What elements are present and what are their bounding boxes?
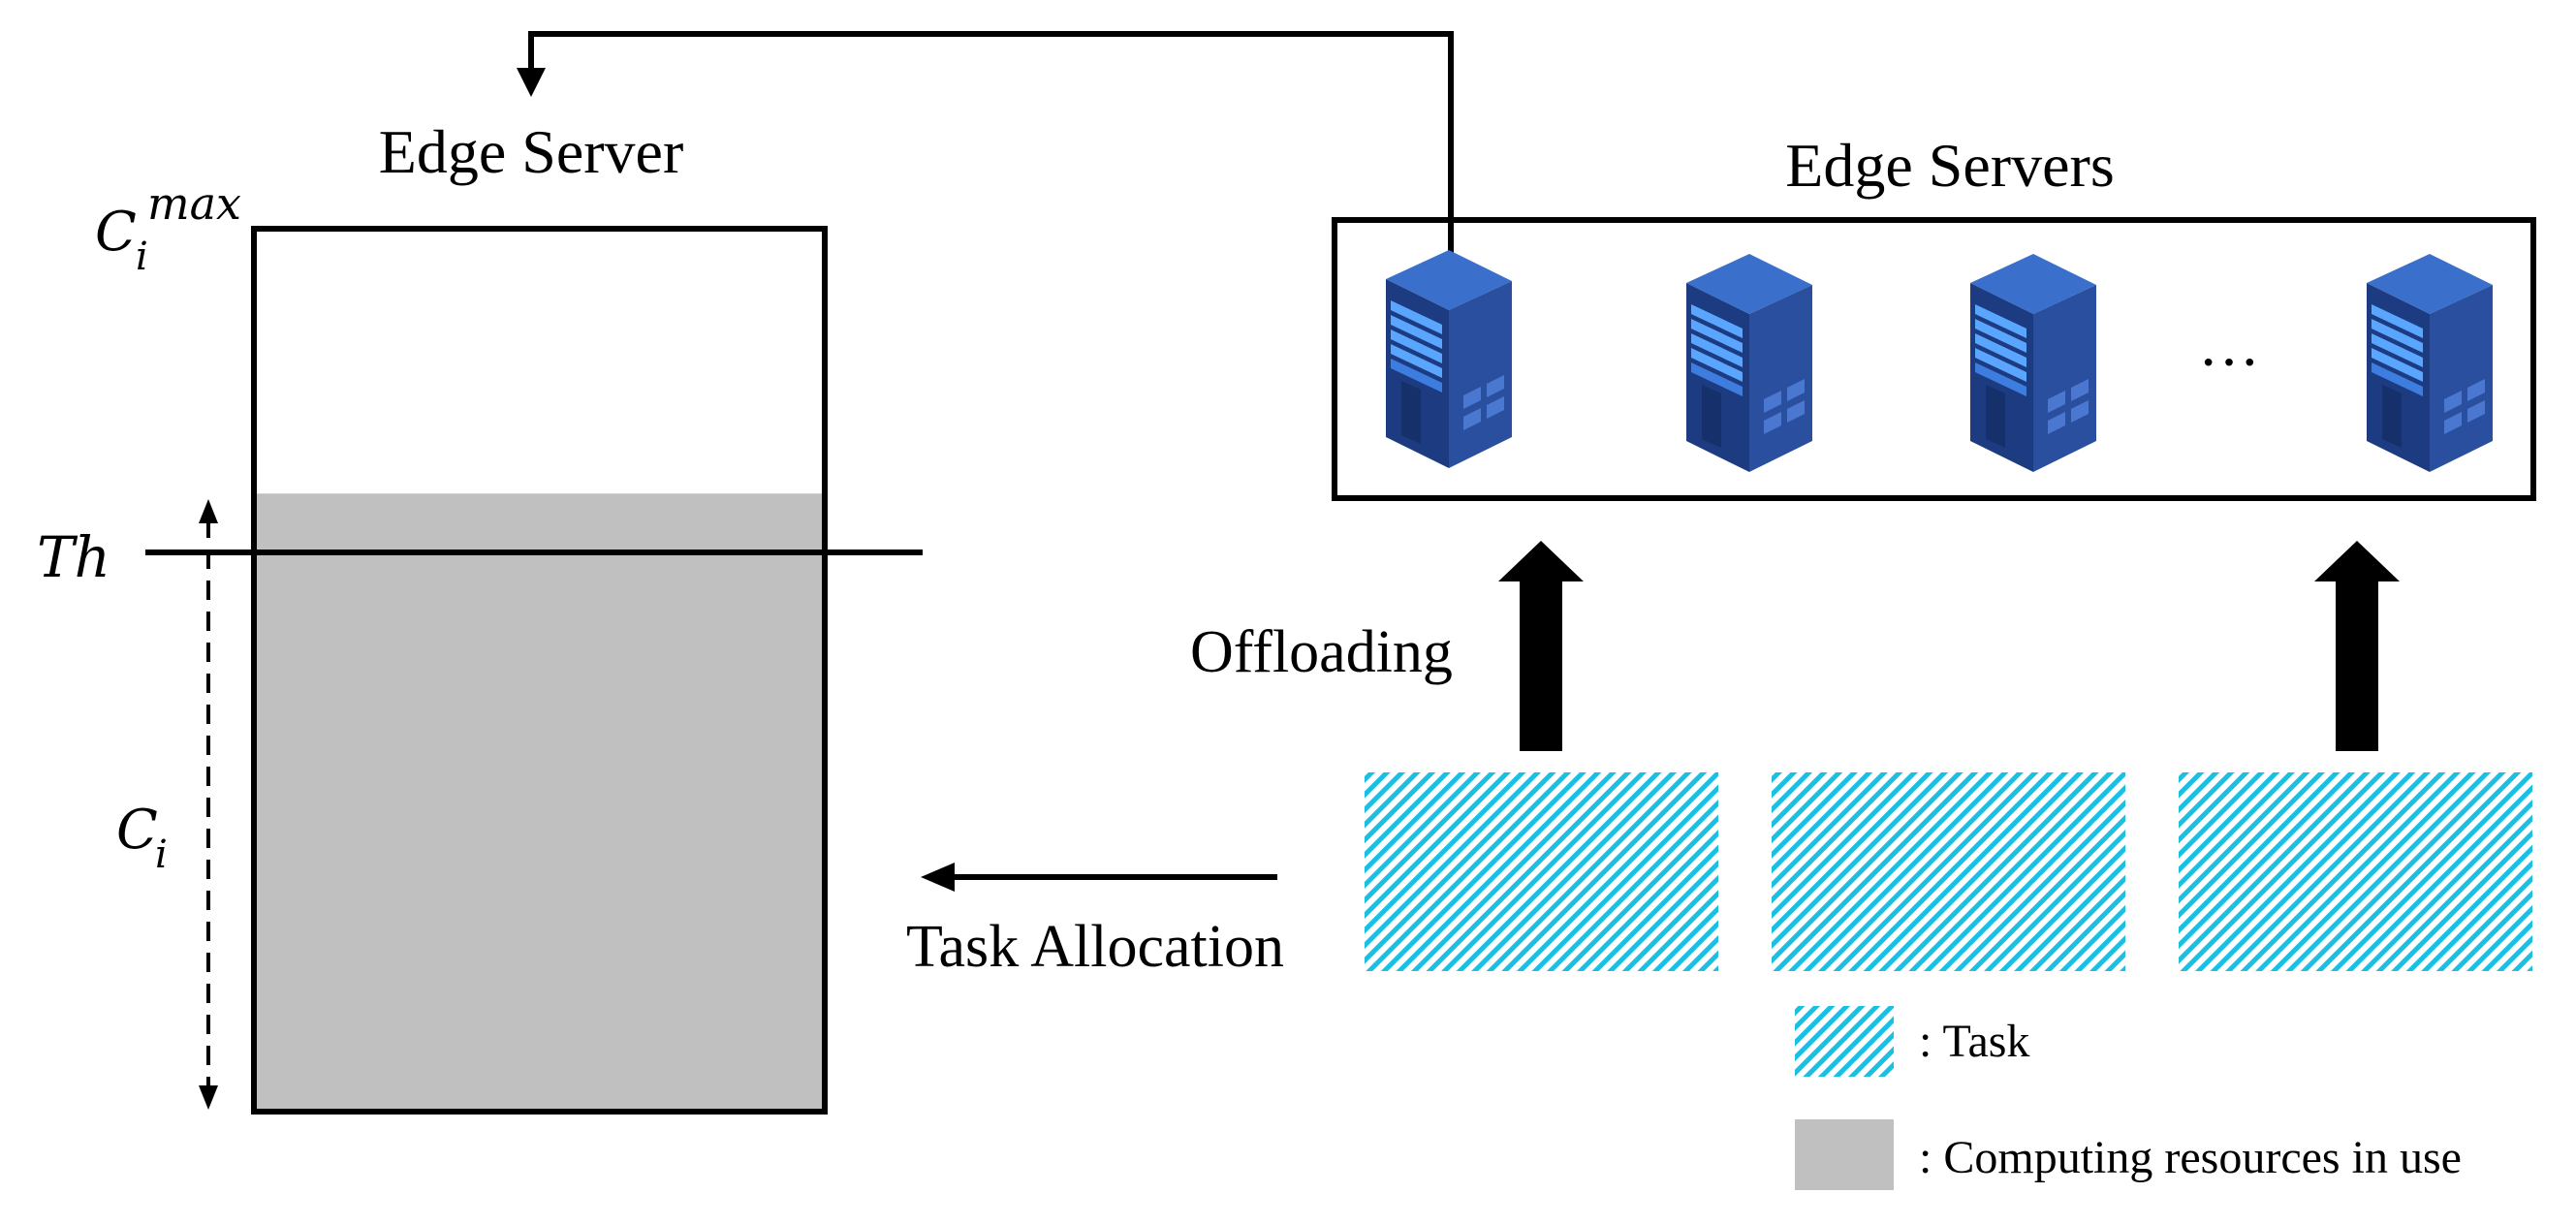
task-block-1	[1365, 772, 1718, 971]
task-block-2	[1772, 772, 2125, 971]
servers-ellipsis: ···	[2198, 328, 2260, 396]
edge-servers-title: Edge Servers	[1785, 131, 2114, 200]
server-icon-3	[1970, 254, 2096, 472]
offloading-arrow-2	[2314, 541, 2400, 751]
edge-server-capacity-box	[251, 226, 828, 1115]
legend-resource-swatch	[1795, 1119, 1894, 1190]
usage-label: C i	[116, 799, 175, 877]
edge-server-title: Edge Server	[379, 117, 684, 186]
usage-arrow-head-down	[199, 1085, 218, 1110]
threshold-label: Th	[37, 524, 110, 590]
offloading-arrow-1	[1498, 541, 1584, 751]
task-allocation-label: Task Allocation	[906, 914, 1284, 980]
legend-task-swatch	[1795, 1006, 1894, 1077]
server-icon-2	[1686, 254, 1812, 472]
capacity-max-label: C i max	[95, 177, 241, 283]
task-allocation-arrow-head	[921, 863, 955, 892]
usage-arrow-head-up	[199, 499, 218, 523]
server-icon-4	[2367, 254, 2493, 472]
edge-servers-box	[1332, 217, 2536, 501]
offloading-label: Offloading	[1190, 619, 1453, 685]
task-block-3	[2179, 772, 2532, 971]
resource-usage-fill	[254, 493, 825, 1112]
server-icon-1	[1386, 250, 1512, 468]
feedback-arrow-head	[517, 68, 546, 97]
legend-resource-label: : Computing resources in use	[1919, 1132, 2462, 1183]
feedback-connector	[528, 31, 1454, 260]
legend-task-label: : Task	[1919, 1016, 2029, 1067]
